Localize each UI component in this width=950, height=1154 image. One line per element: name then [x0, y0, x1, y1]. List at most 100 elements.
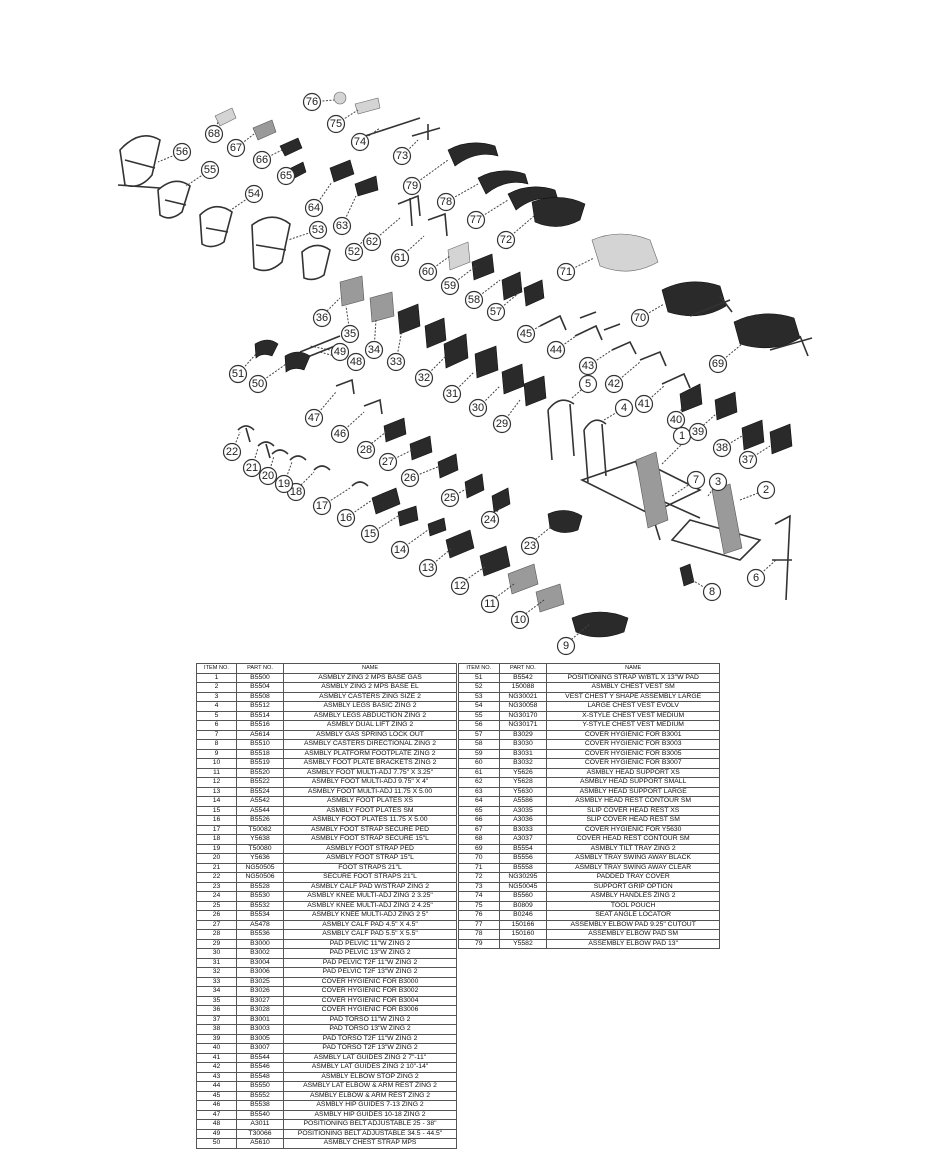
- cell-part: B5530: [235, 891, 285, 902]
- cell-name: ASSEMBLY ELBOW PAD 13": [546, 938, 720, 949]
- callout-label: 59: [444, 280, 456, 292]
- callout-label: 37: [742, 454, 754, 466]
- callout-60: 60: [418, 255, 451, 282]
- cell-item: 44: [196, 1081, 237, 1092]
- cell-name: VEST CHEST Y SHAPE ASSEMBLY LARGE: [546, 691, 720, 702]
- callout-10: 10: [510, 599, 545, 630]
- callout-label: 48: [350, 356, 362, 368]
- cell-item: 13: [196, 786, 237, 797]
- cell-item: 18: [196, 834, 237, 845]
- cell-item: 10: [196, 758, 237, 769]
- callout-34: 34: [364, 319, 384, 360]
- cell-part: B3027: [235, 995, 285, 1006]
- callout-label: 29: [496, 418, 508, 430]
- callout-14: 14: [390, 529, 429, 560]
- cell-name: ASMBLY LEGS ABDUCTION ZING 2: [283, 710, 457, 721]
- cell-item: 40: [196, 1043, 237, 1054]
- callout-label: 4: [621, 402, 627, 414]
- cell-item: 59: [458, 748, 500, 759]
- cell-part: T50080: [235, 843, 285, 854]
- cell-item: 55: [458, 710, 500, 721]
- cell-part: A3011: [235, 1119, 285, 1130]
- callout-53: 53: [287, 220, 328, 241]
- cell-name: ASMBLY FOOT MULTI-ADJ 7.75" X 3.25": [283, 767, 457, 778]
- callout-label: 26: [404, 472, 416, 484]
- cell-name: ASMBLY TRAY SWING AWAY BLACK: [546, 853, 720, 864]
- cell-part: 150088: [498, 682, 548, 693]
- cell-part: B5550: [235, 1081, 285, 1092]
- cell-item: 67: [458, 824, 500, 835]
- cell-name: TOOL POUCH: [546, 900, 720, 911]
- column-header-item: ITEM NO.: [196, 663, 237, 674]
- cell-name: COVER HYGIENIC FOR Y5630: [546, 824, 720, 835]
- callout-65: 65: [276, 166, 296, 186]
- cell-name: PAD PELVIC 11"W ZING 2: [283, 938, 457, 949]
- callout-label: 1: [679, 430, 685, 442]
- cell-part: A3036: [498, 815, 548, 826]
- cell-part: T30066: [235, 1128, 285, 1139]
- cell-name: PAD PELVIC T2F 11"W ZING 2: [283, 957, 457, 968]
- cell-item: 34: [196, 986, 237, 997]
- callout-label: 52: [348, 246, 360, 258]
- table-header-row: ITEM NO. PART NO. NAME: [458, 663, 720, 674]
- cell-item: 26: [196, 910, 237, 921]
- cell-item: 19: [196, 843, 237, 854]
- callout-label: 66: [256, 154, 268, 166]
- cell-name: ASMBLY HANDLES ZING 2: [546, 891, 720, 902]
- cell-part: B5556: [498, 853, 548, 864]
- callout-label: 16: [340, 512, 352, 524]
- cell-part: B0246: [498, 910, 548, 921]
- callout-label: 42: [608, 378, 620, 390]
- callout-label: 20: [262, 470, 274, 482]
- cell-name: ASMBLY ELBOW & ARM REST ZING 2: [283, 1090, 457, 1101]
- callout-66: 66: [252, 149, 283, 170]
- cell-item: 15: [196, 805, 237, 816]
- cell-name: SUPPORT GRIP OPTION: [546, 881, 720, 892]
- cell-part: B5522: [235, 777, 285, 788]
- callout-47: 47: [304, 391, 337, 428]
- callout-42: 42: [604, 361, 641, 394]
- cell-name: COVER HYGIENIC FOR B3007: [546, 758, 720, 769]
- callout-69: 69: [708, 343, 743, 374]
- column-header-part: PART NO.: [235, 663, 285, 674]
- cell-item: 43: [196, 1071, 237, 1082]
- callout-label: 14: [394, 544, 406, 556]
- cell-part: B5558: [498, 862, 548, 873]
- callout-22: 22: [222, 431, 242, 462]
- cell-part: Y5582: [498, 938, 548, 949]
- cell-name: ASMBLY ELBOW STOP ZING 2: [283, 1071, 457, 1082]
- callout-74: 74: [350, 127, 381, 152]
- cell-part: B5508: [235, 691, 285, 702]
- callout-label: 45: [520, 328, 532, 340]
- cell-name: SECURE FOOT STRAPS 21"L: [283, 872, 457, 883]
- cell-name: ASMBLY HEAD SUPPORT SMALL: [546, 777, 720, 788]
- cell-item: 78: [458, 929, 500, 940]
- cell-item: 64: [458, 796, 500, 807]
- callout-label: 62: [366, 236, 378, 248]
- callout-70: 70: [630, 303, 665, 328]
- cell-name: SLIP COVER HEAD REST XS: [546, 805, 720, 816]
- cell-item: 24: [196, 891, 237, 902]
- cell-part: Y5628: [498, 777, 548, 788]
- callout-label: 41: [638, 398, 650, 410]
- callout-38: 38: [712, 435, 743, 458]
- callout-label: 19: [278, 478, 290, 490]
